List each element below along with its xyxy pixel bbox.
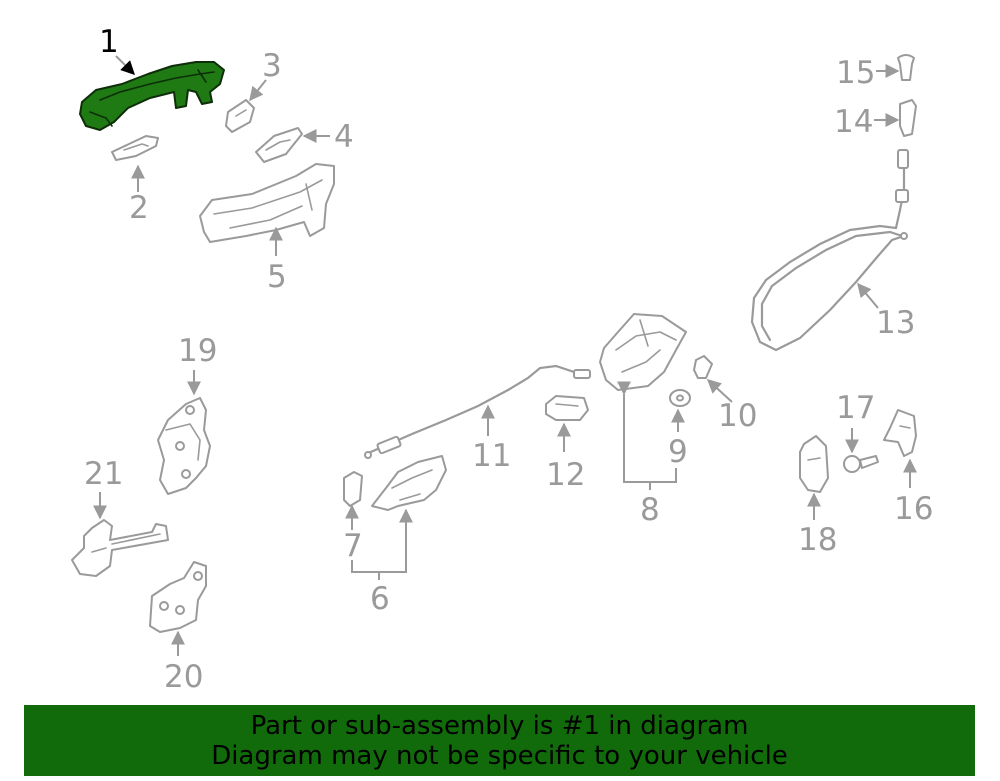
leader-1 (115, 55, 135, 75)
callout-8: 8 (640, 492, 660, 528)
callout-13: 13 (876, 305, 915, 341)
callout-10: 10 (718, 398, 757, 434)
callout-19: 19 (178, 333, 217, 369)
part-19-upper-hinge[interactable] (157, 397, 211, 495)
part-1-outside-handle[interactable] (79, 61, 225, 131)
callout-11: 11 (472, 438, 511, 474)
callout-12: 12 (546, 457, 585, 493)
leader-13 (857, 282, 879, 309)
part-8-latch[interactable] (599, 313, 687, 391)
callout-18: 18 (798, 522, 837, 558)
callout-6: 6 (370, 581, 390, 617)
callout-7: 7 (343, 528, 363, 564)
part-3-cap[interactable] (225, 99, 255, 133)
callout-17: 17 (836, 390, 875, 426)
banner-line-2: Diagram may not be specific to your vehi… (211, 741, 788, 771)
parts-diagram: 1 2 3 4 5 15 14 (71, 24, 933, 695)
part-6-inside-handle[interactable] (371, 455, 447, 511)
callout-9: 9 (668, 434, 688, 470)
part-13-cable[interactable] (750, 148, 909, 352)
callout-1: 1 (99, 24, 119, 60)
callout-4: 4 (334, 119, 354, 155)
part-10-bushing[interactable] (693, 355, 713, 379)
part-17-bolt[interactable] (843, 455, 879, 473)
callout-5: 5 (267, 259, 287, 295)
info-banner: Part or sub-assembly is #1 in diagram Di… (24, 705, 975, 776)
callout-15: 15 (836, 55, 875, 91)
part-12-bracket[interactable] (545, 395, 589, 421)
part-2-bezel[interactable] (111, 135, 159, 161)
part-20-lower-hinge[interactable] (149, 561, 207, 633)
leader-3 (249, 79, 267, 102)
part-18-cover[interactable] (799, 435, 829, 493)
part-9-washer[interactable] (669, 389, 691, 407)
part-4-gasket[interactable] (255, 127, 303, 163)
banner-line-1: Part or sub-assembly is #1 in diagram (250, 711, 749, 741)
part-5-frame[interactable] (199, 163, 335, 243)
callout-14: 14 (834, 104, 873, 140)
callout-16: 16 (894, 491, 933, 527)
callout-2: 2 (129, 190, 149, 226)
leader-10 (706, 379, 733, 403)
callout-21: 21 (84, 456, 123, 492)
part-7-bezel[interactable] (343, 471, 363, 507)
callout-3: 3 (262, 48, 282, 84)
part-21-door-check[interactable] (71, 519, 169, 577)
part-11-cable[interactable] (364, 364, 591, 459)
part-14-clip[interactable] (899, 99, 917, 137)
callout-20: 20 (164, 659, 203, 695)
part-16-striker[interactable] (883, 409, 917, 457)
part-15-pin[interactable] (897, 54, 915, 81)
